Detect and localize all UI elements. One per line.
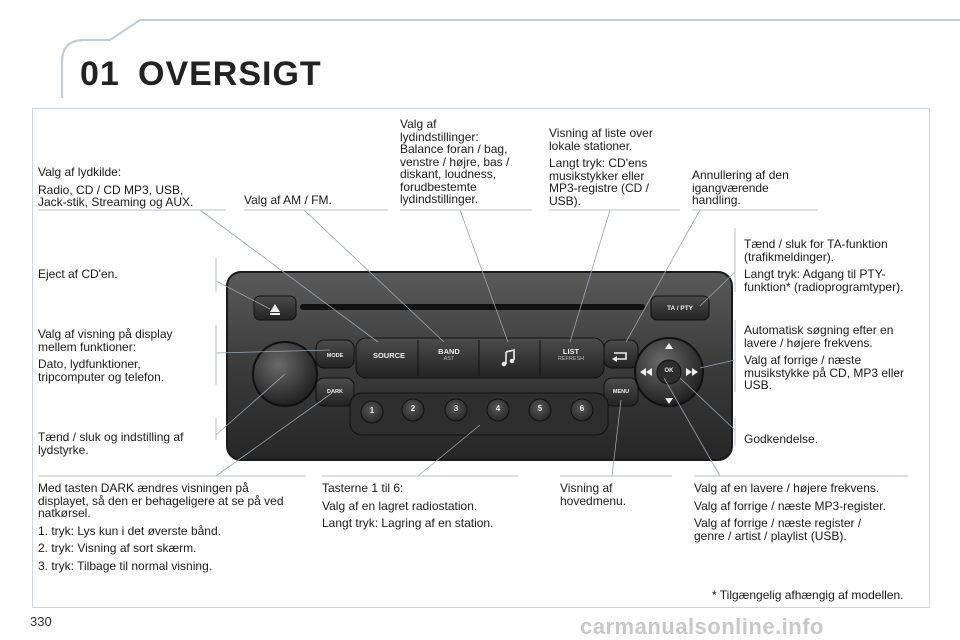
label-text: Godkendelse. xyxy=(744,432,819,446)
label-text: Automatisk søgning efter en lavere / høj… xyxy=(744,323,894,350)
label-text: Valg af en lagret radiostation. xyxy=(322,498,478,513)
label-text: Langt tryk: CD'ens musikstykker eller MP… xyxy=(549,156,650,208)
label-annullering: Annullering af den igangværende handling… xyxy=(692,169,817,212)
preset-button-2[interactable]: 2 xyxy=(410,404,416,413)
label-text: Radio, CD / CD MP3, USB, Jack-stik, Stre… xyxy=(38,182,194,209)
label-godkendelse: Godkendelse. xyxy=(744,433,904,451)
label-lydkilde: Valg af lydkilde: Radio, CD / CD MP3, US… xyxy=(38,166,223,214)
band-button[interactable]: BAND AST xyxy=(422,347,476,362)
label-text: Annullering af den igangværende handling… xyxy=(692,168,789,207)
list-sublabel: REFRESH xyxy=(557,356,585,362)
label-text: 2. tryk: Visning af sort skærm. xyxy=(38,541,197,555)
label-text: Valg af lydindstillinger: Balance foran … xyxy=(400,117,510,206)
label-am-fm: Valg af AM / FM. xyxy=(244,194,384,212)
footnote: * Tilgængelig afhængig af modellen. xyxy=(712,588,904,602)
label-liste: Visning af liste over lokale stationer. … xyxy=(549,127,679,212)
preset-button-4[interactable]: 4 xyxy=(495,404,501,413)
watermark: carmanualsonline.info xyxy=(580,614,824,639)
label-lydindstillinger: Valg af lydindstillinger: Balance foran … xyxy=(400,118,535,211)
label-soegning: Automatisk søgning efter en lavere / høj… xyxy=(744,324,929,397)
label-text: Eject af CD'en. xyxy=(38,267,118,281)
label-text: Langt tryk: Lagring af en station. xyxy=(322,516,494,530)
preset-button-1[interactable]: 1 xyxy=(369,406,375,415)
arrow-up-icon xyxy=(665,343,673,349)
label-text: Valg af forrige / næste musikstykke på C… xyxy=(744,353,905,392)
preset-button-5[interactable]: 5 xyxy=(537,404,543,413)
fast-forward-icon xyxy=(686,368,698,376)
label-eject: Eject af CD'en. xyxy=(38,268,208,286)
label-text: Valg af forrige / næste MP3-register. xyxy=(694,498,886,513)
band-sublabel: AST xyxy=(443,356,455,362)
label-text: Langt tryk: Adgang til PTY- funktion* (r… xyxy=(744,267,904,294)
dark-button[interactable]: DARK xyxy=(327,389,343,395)
label-text: Valg af forrige / næste register / genre… xyxy=(694,516,862,543)
label-text: Tænd / sluk og indstilling af lydstyrke. xyxy=(38,430,184,457)
label-text: 3. tryk: Tilbage til normal visning. xyxy=(38,558,213,573)
preset-button-3[interactable]: 3 xyxy=(453,404,459,413)
page-title: OVERSIGT xyxy=(138,55,322,93)
label-text: Valg af lydkilde: xyxy=(38,165,122,179)
chapter-header xyxy=(61,19,960,98)
label-text: Valg af visning på display mellem funkti… xyxy=(38,327,173,354)
label-text: Visning af liste over lokale stationer. xyxy=(549,126,653,153)
label-text: Dato, lydfunktioner, tripcomputer og tel… xyxy=(38,357,165,384)
label-ta: Tænd / sluk for TA-funktion (trafikmeldi… xyxy=(744,238,929,298)
eject-icon xyxy=(270,304,280,315)
rewind-icon xyxy=(640,368,652,376)
label-text: Tænd / sluk for TA-funktion (trafikmeldi… xyxy=(744,237,888,264)
list-button[interactable]: LIST REFRESH xyxy=(544,347,598,362)
label-display: Valg af visning på display mellem funkti… xyxy=(38,328,213,388)
label-taster: Tasterne 1 til 6: Valg af en lagret radi… xyxy=(322,482,522,535)
music-note-icon xyxy=(501,348,515,367)
label-text: Med tasten DARK ændres visningen på disp… xyxy=(38,481,284,520)
ta-pty-button[interactable]: TA / PTY xyxy=(667,305,693,312)
label-text: Valg af AM / FM. xyxy=(244,193,332,207)
mode-button[interactable]: MODE xyxy=(326,353,344,359)
label-text: Tasterne 1 til 6: xyxy=(322,481,404,495)
chapter-number: 01 xyxy=(80,55,120,93)
label-frekvens: Valg af en lavere / højere frekvens. Val… xyxy=(694,482,919,547)
back-arrow-icon xyxy=(612,352,627,362)
label-dark: Med tasten DARK ændres visningen på disp… xyxy=(38,482,313,577)
band-label: BAND xyxy=(438,347,460,356)
label-text: Visning af hovedmenu. xyxy=(560,481,627,508)
source-button[interactable]: SOURCE xyxy=(372,351,406,360)
page-number: 330 xyxy=(30,614,52,629)
label-text: 1. tryk: Lys kun i det øverste bånd. xyxy=(38,523,221,538)
menu-button[interactable]: MENU xyxy=(612,389,630,395)
label-hovedmenu: Visning af hovedmenu. xyxy=(560,482,670,512)
label-text: Valg af en lavere / højere frekvens. xyxy=(694,481,880,495)
list-label: LIST xyxy=(562,347,580,356)
preset-button-6[interactable]: 6 xyxy=(579,404,585,413)
arrow-down-icon xyxy=(665,398,673,404)
label-volume: Tænd / sluk og indstilling af lydstyrke. xyxy=(38,431,213,461)
ok-button[interactable]: OK xyxy=(664,368,674,374)
